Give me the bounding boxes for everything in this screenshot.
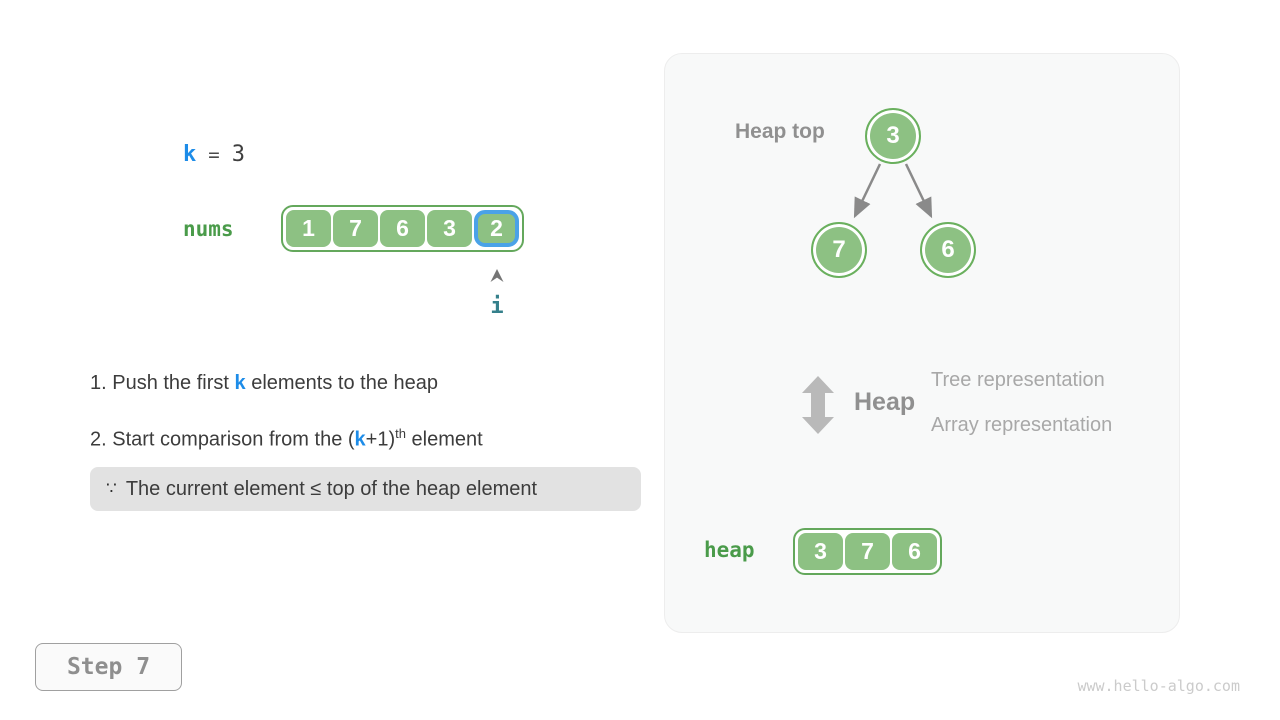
heap-cell-0: 3 — [798, 533, 843, 570]
nums-cell-2: 6 — [380, 210, 425, 247]
nums-cell-1: 7 — [333, 210, 378, 247]
nums-array: 1 7 6 3 2 — [281, 205, 524, 252]
instruction-2-tail: element — [405, 428, 483, 451]
tree-node-right-child: 6 — [920, 222, 976, 278]
k-variable: k — [183, 142, 197, 167]
equals-sign: = — [208, 144, 220, 166]
instruction-2-k: k — [354, 428, 366, 451]
heap-array-label: heap — [704, 538, 755, 562]
tree-representation-label: Tree representation — [931, 369, 1105, 391]
heap-legend-title: Heap — [854, 388, 916, 416]
tree-node-root: 3 — [865, 108, 921, 164]
step-counter-button[interactable]: Step 7 — [35, 643, 182, 691]
index-pointer-label: i — [490, 294, 504, 319]
pointer-caret-up-icon — [490, 269, 504, 282]
heap-array: 3 7 6 — [793, 528, 942, 575]
nums-cell-4-current: 2 — [474, 210, 519, 247]
heap-top-label: Heap top — [735, 120, 825, 143]
website-watermark: www.hello-algo.com — [1077, 677, 1240, 695]
instruction-2-text: 2. Start comparison from the ( — [90, 428, 355, 451]
instruction-1: 1. Push the first k elements to the heap — [90, 372, 438, 395]
instruction-1-k: k — [234, 372, 246, 394]
instruction-2: 2. Start comparison from the (k+1)th ele… — [90, 426, 483, 452]
k-value: 3 — [231, 142, 245, 167]
instruction-1-tail: elements to the heap — [245, 372, 438, 394]
k-assignment: k = 3 — [183, 142, 245, 167]
instruction-1-text: 1. Push the first — [90, 372, 235, 394]
nums-array-label: nums — [183, 217, 234, 241]
instruction-2-mid: +1) — [365, 428, 396, 451]
updown-arrow-icon — [802, 376, 834, 434]
tree-edges — [853, 163, 933, 219]
tree-node-left-child: 7 — [811, 222, 867, 278]
condition-callout-text: The current element ≤ top of the heap el… — [125, 477, 538, 500]
nums-cell-3: 3 — [427, 210, 472, 247]
heap-panel: Heap top 3 7 6 Heap Tree representation … — [664, 53, 1180, 633]
nums-cell-0: 1 — [286, 210, 331, 247]
condition-callout: ∵ The current element ≤ top of the heap … — [90, 467, 641, 511]
because-symbol: ∵ — [106, 479, 117, 498]
array-representation-label: Array representation — [931, 414, 1113, 436]
instruction-2-ordinal: th — [395, 426, 406, 441]
heap-cell-1: 7 — [845, 533, 890, 570]
heap-cell-2: 6 — [892, 533, 937, 570]
